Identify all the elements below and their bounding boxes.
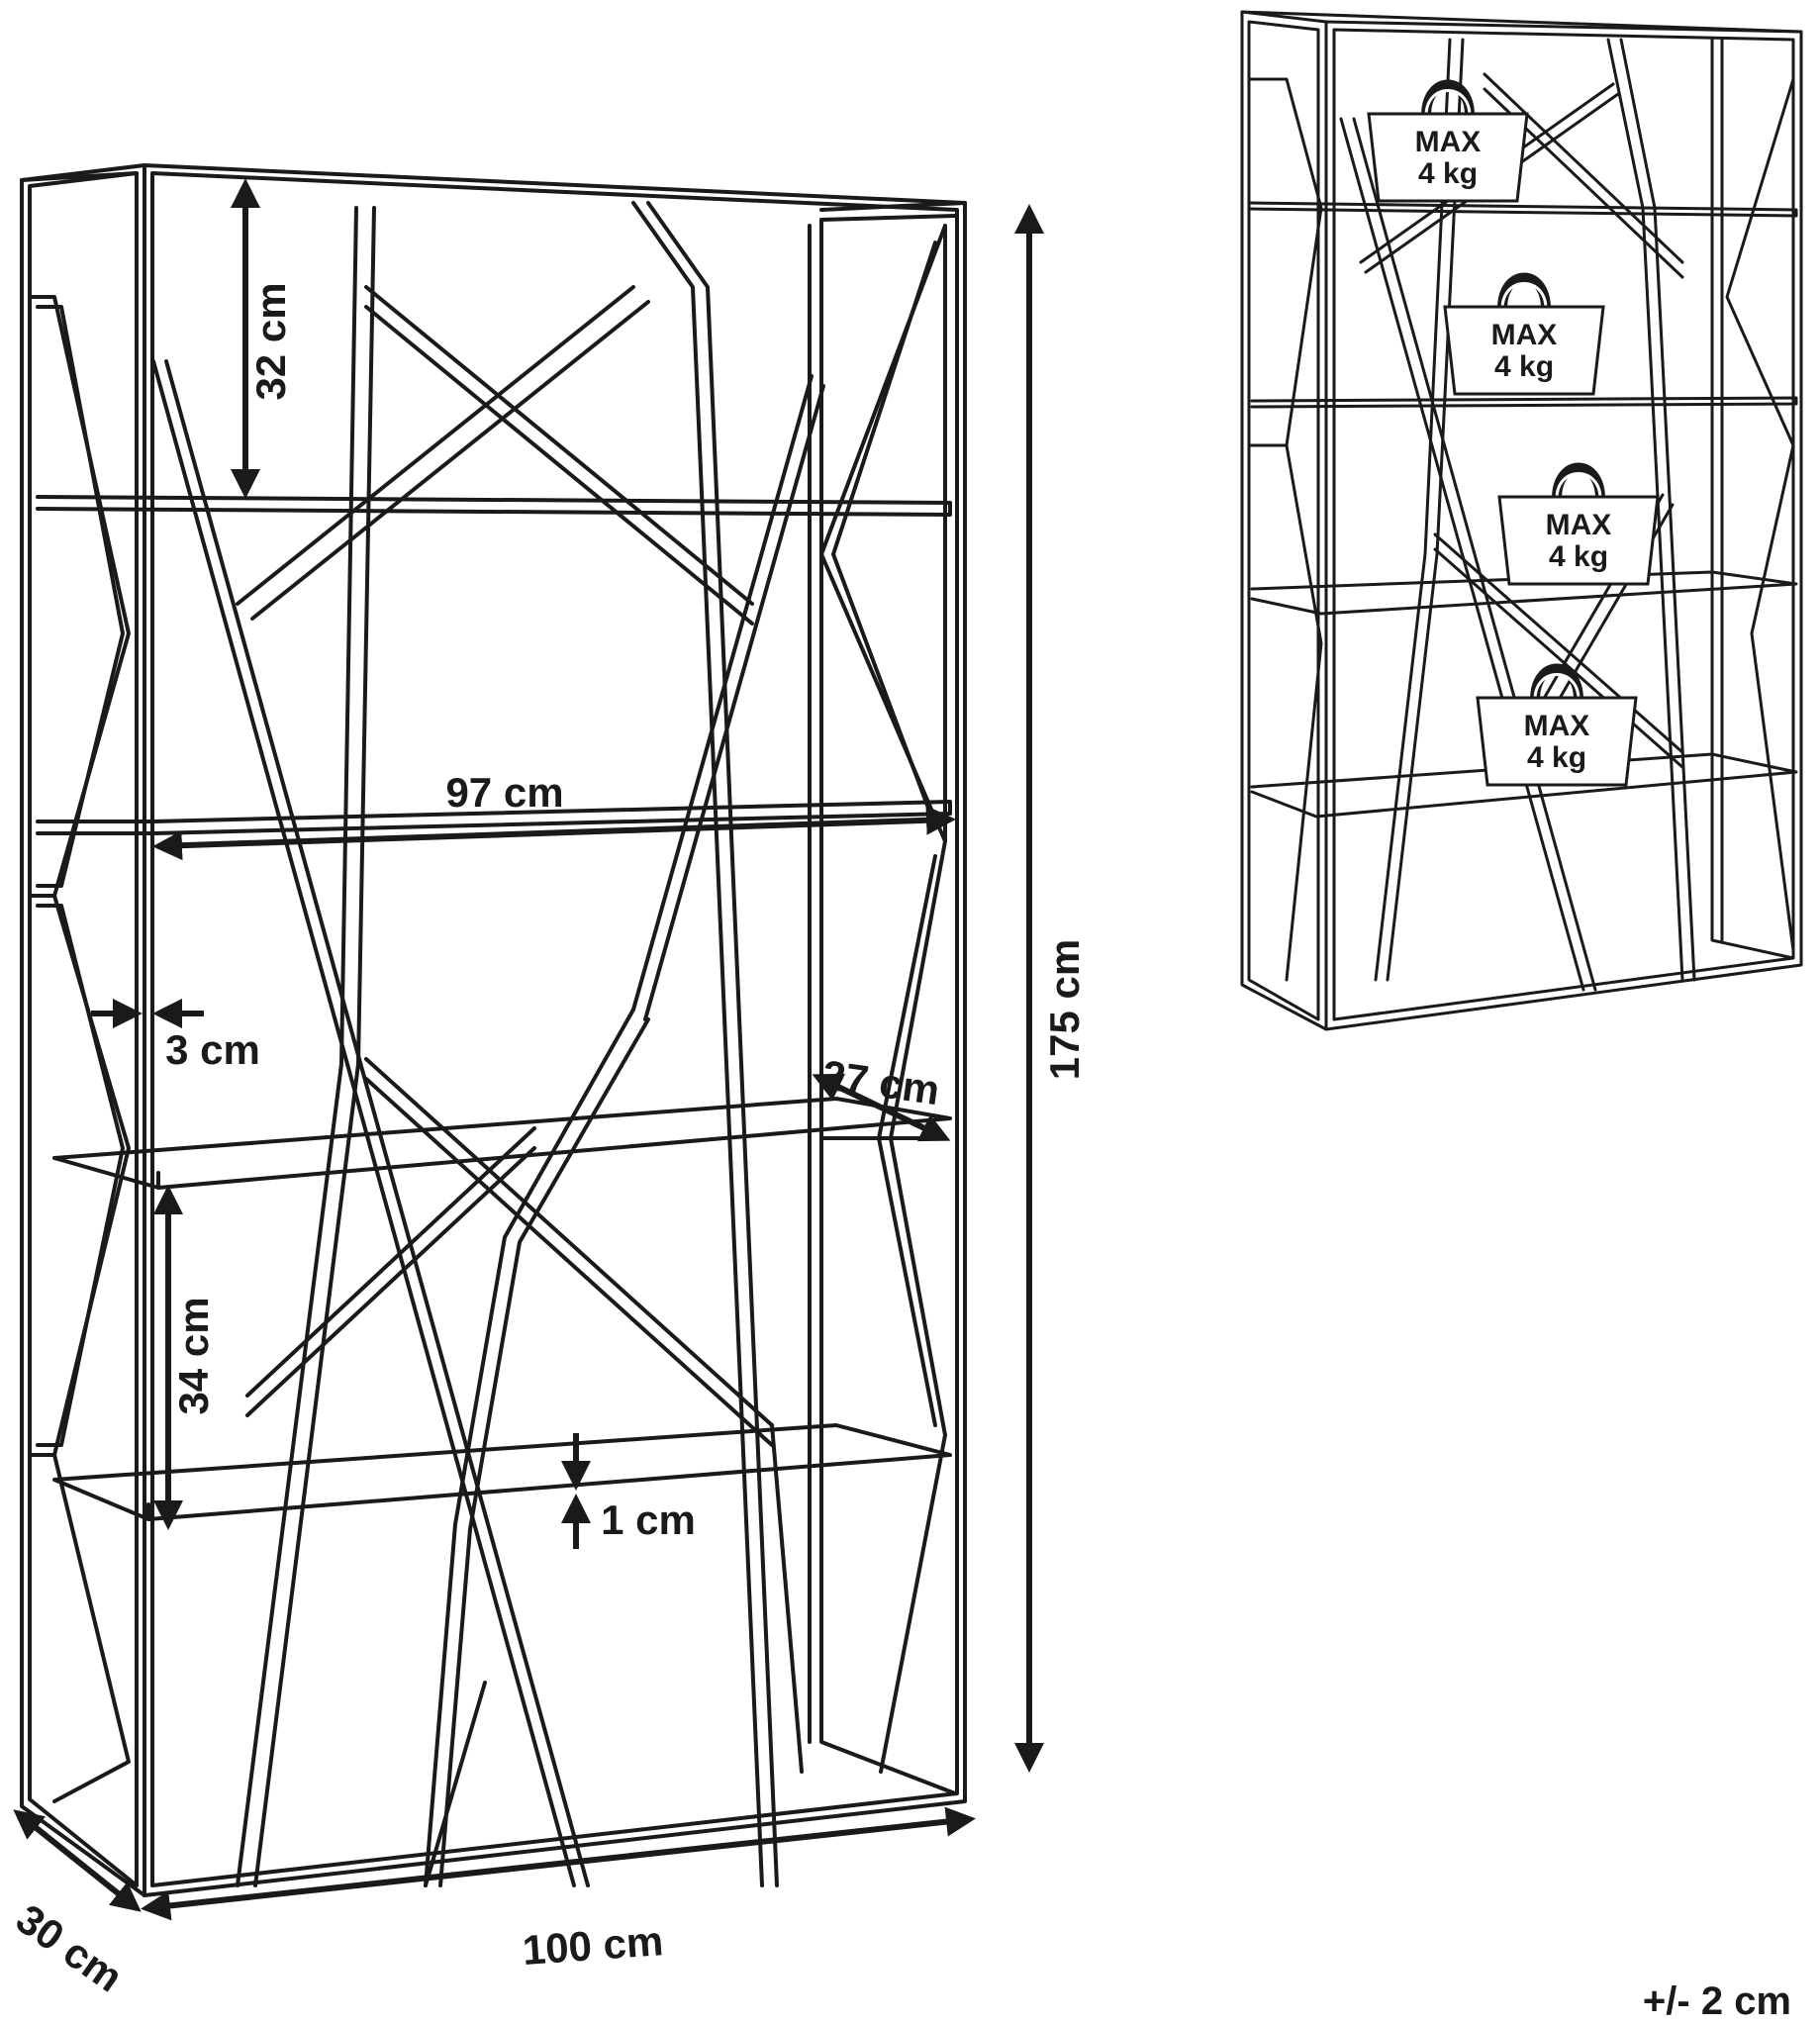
weight-label-max: MAX: [1524, 710, 1590, 742]
label-total-height: 175 cm: [1041, 939, 1088, 1080]
weight-label-kg: 4 kg: [1527, 741, 1586, 774]
weight-icon: MAX 4 kg: [1367, 79, 1529, 203]
load-capacity-drawing: [1240, 10, 1803, 1031]
label-frame-bar: 3 cm: [165, 1026, 260, 1073]
label-shelf-thickness: 1 cm: [601, 1496, 696, 1543]
label-shelf-top-gap: 32 cm: [247, 282, 294, 400]
tolerance-note: +/- 2 cm: [1643, 1979, 1791, 2023]
dim-arrow-total-depth: [13, 1809, 142, 1912]
label-shelf-gap: 34 cm: [170, 1297, 217, 1414]
weight-label-kg: 4 kg: [1549, 540, 1608, 573]
weight-label-max: MAX: [1415, 126, 1482, 158]
dimension-arrows: [13, 178, 1044, 1921]
weight-label-max: MAX: [1491, 319, 1558, 351]
label-shelf-depth: 27 cm: [819, 1051, 942, 1113]
weight-label-kg: 4 kg: [1418, 157, 1478, 190]
max-load-weights: MAX 4 kg MAX 4 kg MAX 4 kg MAX 4 kg: [1367, 79, 1660, 787]
weight-icon: MAX 4 kg: [1497, 462, 1660, 586]
weight-label-max: MAX: [1546, 509, 1612, 541]
weight-icon: MAX 4 kg: [1443, 272, 1605, 396]
load-outer-frame: [1240, 10, 1803, 1031]
right-side-bracing: [819, 224, 947, 1774]
left-side-bracing: [28, 295, 131, 1803]
dim-arrow-total-width: [141, 1806, 976, 1921]
label-total-width: 100 cm: [521, 1917, 664, 1974]
dim-arrow-shelf-width: [152, 805, 956, 861]
label-shelf-width: 97 cm: [445, 769, 563, 816]
weight-icon: MAX 4 kg: [1476, 663, 1638, 787]
dim-arrow-shelf-depth: [812, 1073, 951, 1142]
front-struts: [151, 201, 825, 1887]
label-total-depth: 30 cm: [8, 1895, 132, 2001]
load-bracing: [1247, 38, 1795, 992]
weight-label-kg: 4 kg: [1494, 350, 1554, 383]
main-shelf-drawing: [20, 163, 967, 1897]
